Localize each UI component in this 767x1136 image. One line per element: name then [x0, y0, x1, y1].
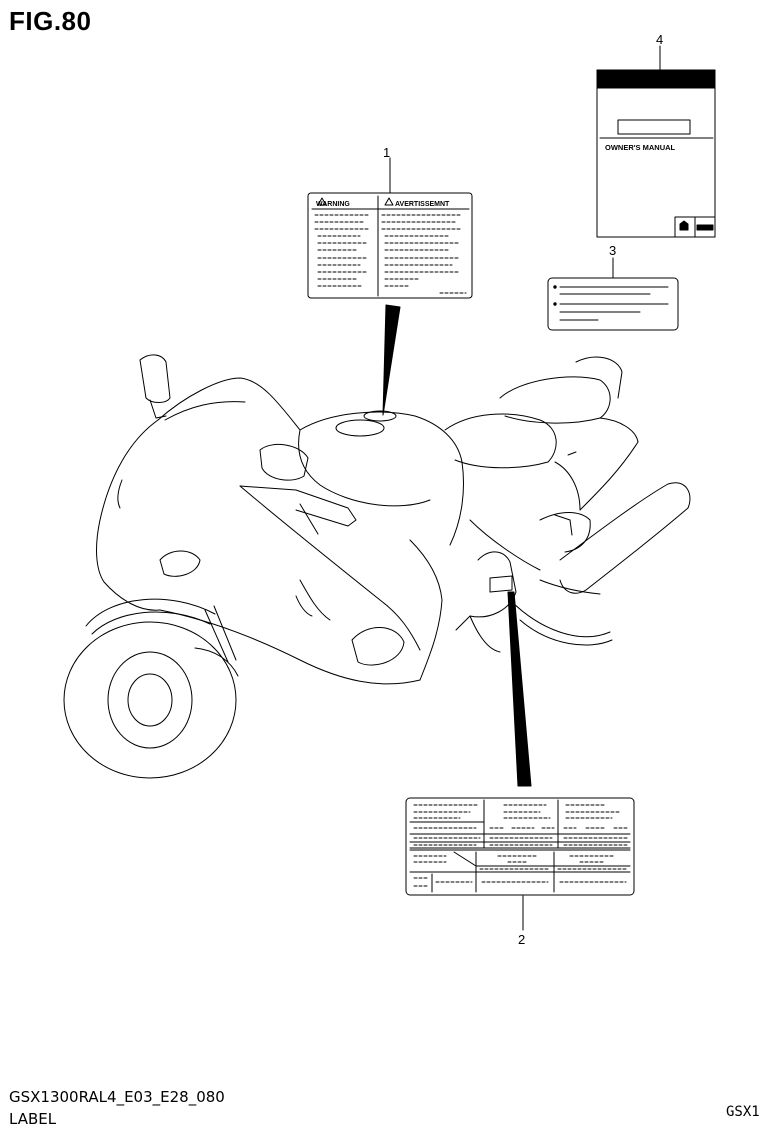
figure-title: FIG.80: [9, 6, 92, 36]
info-label: [547, 277, 679, 331]
callout-1: 1: [383, 145, 391, 160]
callout-4: 4: [656, 32, 664, 47]
specification-label: [405, 797, 635, 896]
callout-2: 2: [518, 932, 526, 947]
owners-manual: [596, 69, 716, 238]
callout-3: 3: [609, 243, 617, 258]
brand-logo-icon: [679, 220, 689, 231]
footer-right-code: GSX1: [726, 1104, 760, 1120]
warning-label-heading: WARNING: [316, 201, 350, 208]
warning-triangle-icon: [384, 197, 394, 206]
footer-name: LABEL: [9, 1110, 57, 1128]
motorcycle-outline: [63, 354, 691, 779]
manual-title: OWNER'S MANUAL: [605, 143, 676, 152]
warning-triangle-icon: [317, 197, 327, 206]
footer-code: GSX1300RAL4_E03_E28_080: [9, 1088, 225, 1106]
warning-label: [307, 192, 473, 299]
avertissement-label-heading: AVERTISSEMNT: [395, 201, 450, 208]
